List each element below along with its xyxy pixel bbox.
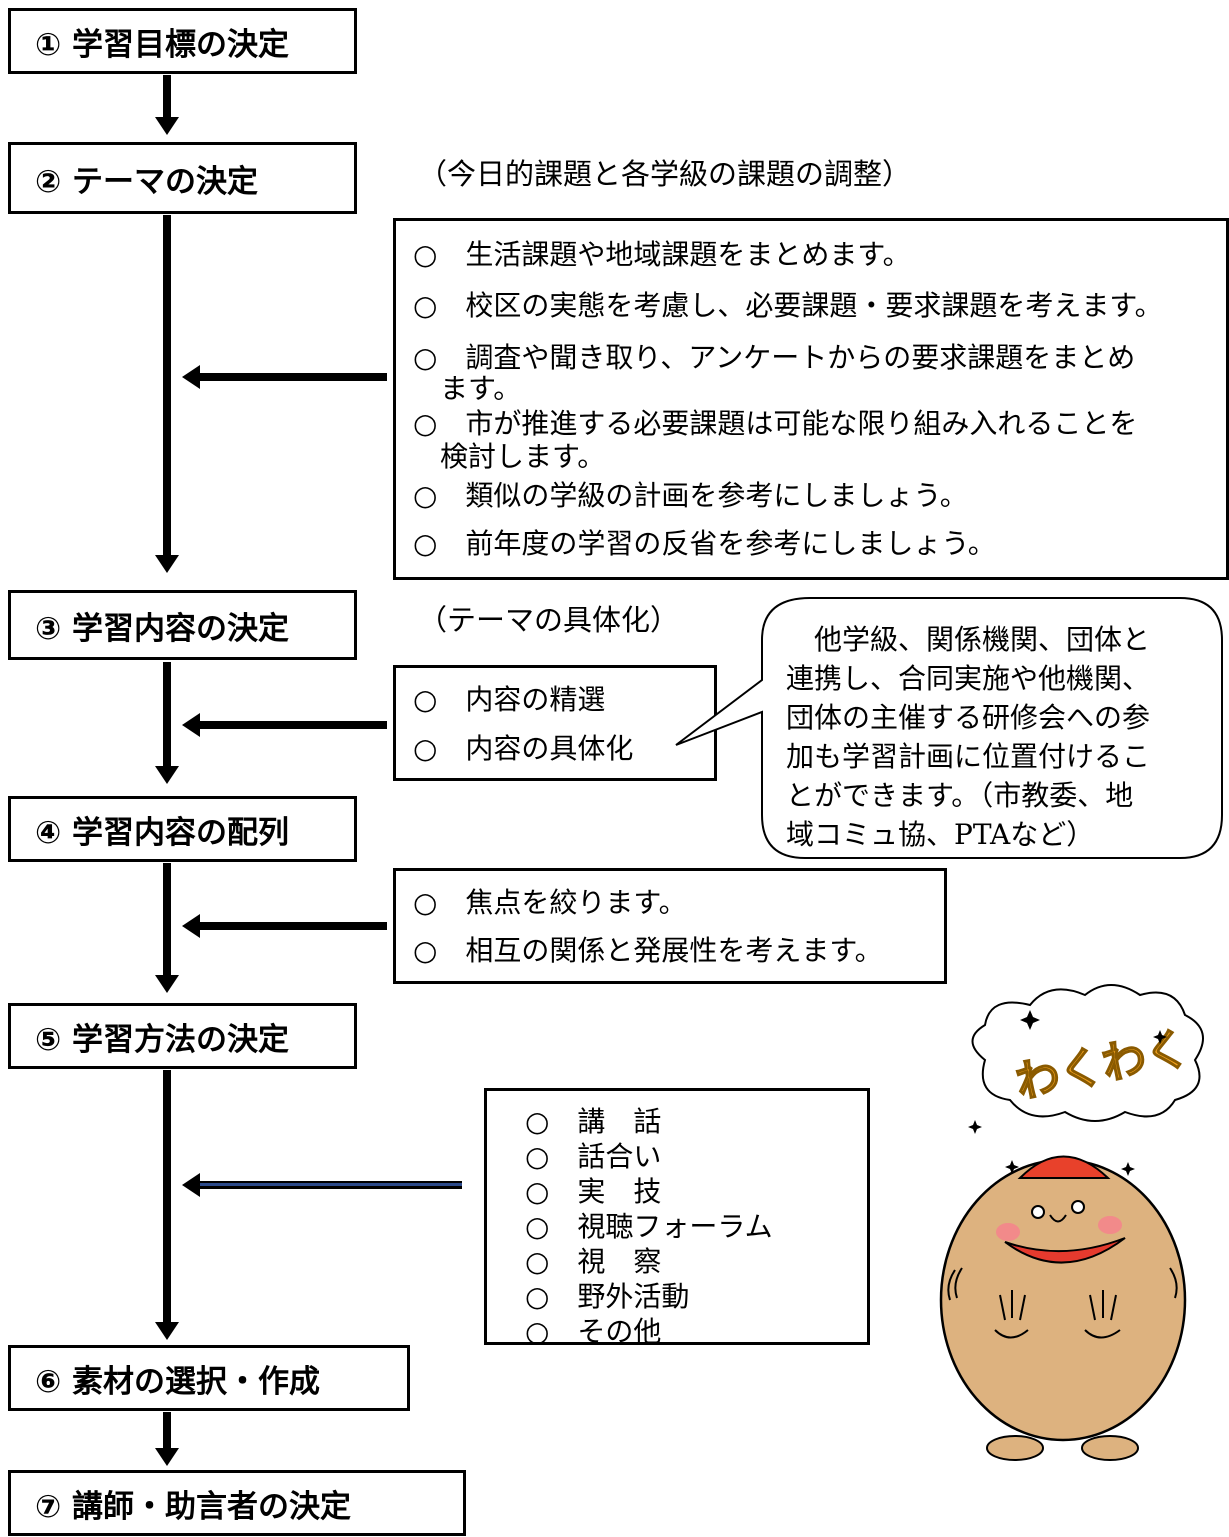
arrow-left-theme	[182, 365, 387, 389]
mascot-body	[939, 1158, 1187, 1442]
arrow-down-2	[155, 215, 179, 573]
mascot-hat	[1017, 1155, 1111, 1179]
motion-line	[947, 1267, 1178, 1301]
mascot-mouth	[1004, 1237, 1126, 1264]
excitement-cloud	[971, 984, 1204, 1122]
step-7-lecturer: ⑦ 講師・助言者の決定	[8, 1470, 466, 1536]
step-6-material: ⑥ 素材の選択・作成	[8, 1345, 410, 1411]
method-list-item: ○ 野外活動	[525, 1280, 690, 1313]
speech-bubble-line: 加も学習計画に位置付けるこ	[786, 740, 1151, 773]
mascot-cloud-text: わくわく	[1011, 1022, 1194, 1108]
mascot-hand	[994, 1290, 1029, 1339]
theme-guidance-line: ○ 市が推進する必要課題は可能な限り組み入れることを	[413, 407, 1138, 440]
method-list-item: ○ 視 察	[525, 1245, 662, 1278]
mascot-hand	[1084, 1290, 1121, 1339]
speech-bubble-line: 連携し、合同実施や他機関、	[786, 662, 1151, 695]
arrow-down-3	[155, 662, 179, 784]
content-note-label: （テーマの具体化）	[418, 603, 680, 637]
theme-guidance-line: ます。	[440, 372, 522, 405]
step-2-theme: ② テーマの決定	[8, 142, 357, 214]
order-guidance-line: ○ 焦点を絞ります。	[413, 886, 687, 919]
order-guidance-line: ○ 相互の関係と発展性を考えます。	[413, 934, 883, 967]
mascot-eye	[1031, 1205, 1045, 1219]
mascot-cheek	[1098, 1216, 1122, 1234]
theme-guidance-line: 検討します。	[440, 440, 606, 473]
mascot-nose	[1049, 1214, 1067, 1223]
method-list-item: ○ 講 話	[525, 1105, 662, 1138]
arrow-down-1	[155, 75, 179, 135]
speech-bubble-line: 域コミュ協、PTAなど）	[786, 818, 1095, 851]
method-list-item: ○ 実 技	[525, 1175, 662, 1208]
step-1-learning-goal: ① 学習目標の決定	[8, 8, 357, 74]
order-guidance-box	[393, 868, 947, 984]
theme-guidance-line: ○ 生活課題や地域課題をまとめます。	[413, 238, 911, 271]
arrow-down-5	[155, 1070, 179, 1340]
mascot-cheek	[996, 1223, 1020, 1241]
content-guidance-line: ○ 内容の具体化	[413, 732, 634, 765]
method-list-item: ○ 視聴フォーラム	[525, 1210, 773, 1243]
speech-bubble-line: とができます。（市教委、地	[786, 779, 1134, 812]
sparkle-icon	[968, 1010, 1167, 1176]
theme-guidance-line: ○ 類似の学級の計画を参考にしましょう。	[413, 479, 968, 512]
step-4-arrangement: ④ 学習内容の配列	[8, 796, 357, 862]
mascot-foot	[1081, 1435, 1139, 1461]
arrow-down-6	[155, 1412, 179, 1466]
theme-note-label: （今日的課題と各学級の課題の調整）	[418, 157, 912, 191]
theme-guidance-line: ○ 調査や聞き取り、アンケートからの要求課題をまとめ	[413, 341, 1136, 374]
mascot-foot	[986, 1435, 1044, 1461]
theme-guidance-line: ○ 前年度の学習の反省を参考にしましょう。	[413, 527, 996, 560]
mascot-eye	[1071, 1200, 1085, 1214]
arrow-left-method	[182, 1173, 462, 1197]
arrow-left-order	[182, 914, 387, 938]
theme-guidance-line: ○ 校区の実態を考慮し、必要課題・要求課題を考えます。	[413, 289, 1163, 322]
speech-bubble-line: 他学級、関係機関、団体と	[786, 623, 1151, 656]
theme-guidance-box	[393, 218, 1229, 580]
speech-bubble-line: 団体の主催する研修会への参	[786, 701, 1151, 734]
method-list-item: ○ その他	[525, 1315, 662, 1348]
method-list-box	[484, 1088, 870, 1345]
step-3-content: ③ 学習内容の決定	[8, 590, 357, 660]
step-5-method: ⑤ 学習方法の決定	[8, 1003, 357, 1069]
arrow-left-content	[182, 713, 387, 737]
method-list-item: ○ 話合い	[525, 1140, 662, 1173]
arrow-down-4	[155, 863, 179, 993]
content-guidance-line: ○ 内容の精選	[413, 683, 606, 716]
